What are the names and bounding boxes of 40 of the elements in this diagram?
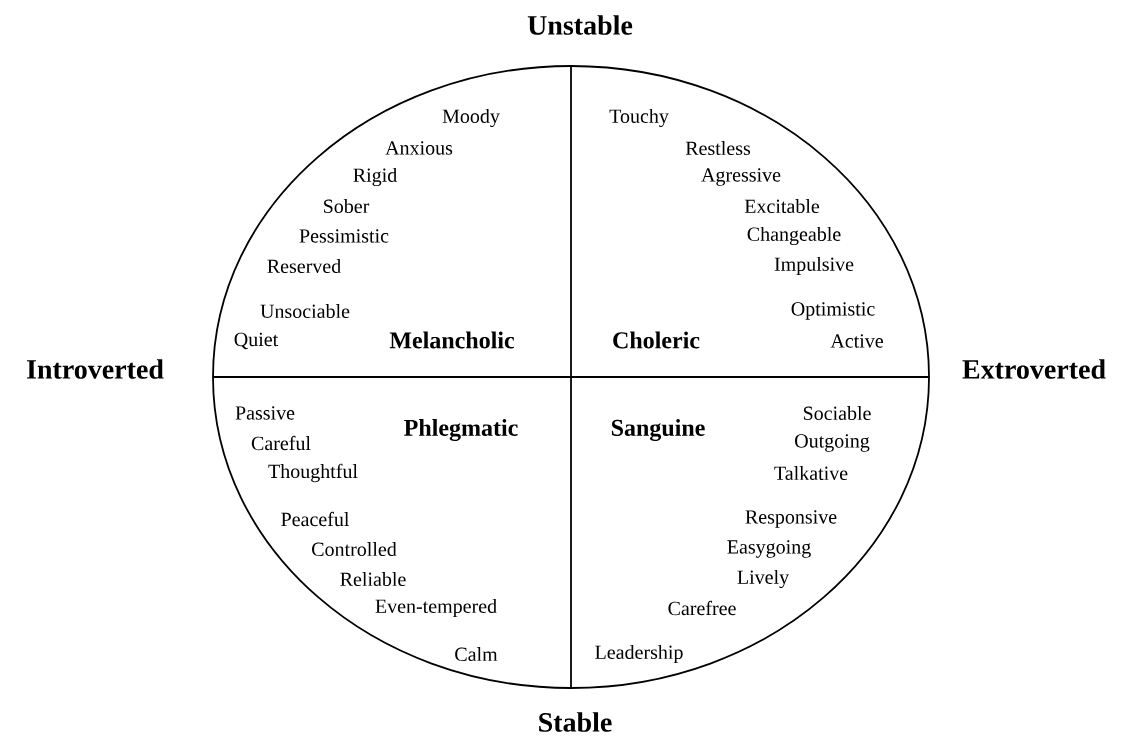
trait-label: Controlled bbox=[312, 541, 397, 557]
trait-label: Carefree bbox=[668, 600, 736, 616]
trait-label: Sociable bbox=[803, 405, 871, 421]
temperament-label: Choleric bbox=[613, 331, 700, 349]
trait-label: Talkative bbox=[774, 465, 848, 481]
trait-label: Pessimistic bbox=[299, 229, 389, 243]
trait-label: Reliable bbox=[340, 571, 406, 587]
trait-label: Careful bbox=[251, 435, 311, 451]
trait-label: Agressive bbox=[701, 168, 781, 186]
temperament-label: Sanguine bbox=[611, 419, 705, 441]
trait-label: Easygoing bbox=[727, 540, 811, 558]
trait-label: Moody bbox=[442, 108, 500, 128]
trait-label: Impulsive bbox=[774, 256, 854, 276]
temperament-label: Melancholic bbox=[389, 331, 515, 349]
trait-label: Responsive bbox=[745, 510, 837, 528]
trait-label: Quiet bbox=[234, 332, 279, 350]
trait-label: Restless bbox=[685, 140, 751, 156]
trait-label: Sober bbox=[324, 198, 370, 214]
axis-label: Introverted bbox=[27, 359, 164, 379]
trait-label: Passive bbox=[235, 406, 295, 420]
trait-label: Changeable bbox=[747, 226, 841, 246]
trait-label: Optimistic bbox=[791, 302, 875, 320]
trait-label: Excitable bbox=[744, 198, 820, 214]
trait-label: Rigid bbox=[353, 167, 397, 187]
temperament-label: Phlegmatic bbox=[404, 419, 518, 441]
trait-label: Even-tempered bbox=[375, 598, 497, 618]
trait-label: Thoughtful bbox=[268, 463, 358, 483]
axis-label: Stable bbox=[539, 712, 612, 732]
trait-label: Leadership bbox=[595, 644, 683, 664]
trait-label: Unsociable bbox=[260, 303, 350, 319]
trait-label: Reserved bbox=[267, 258, 341, 274]
trait-label: Calm bbox=[455, 646, 498, 662]
trait-label: Touchy bbox=[609, 108, 669, 128]
trait-label: Anxious bbox=[385, 141, 453, 155]
trait-label: Outgoing bbox=[795, 434, 870, 452]
axis-label: Extroverted bbox=[962, 359, 1106, 379]
axis-label: Unstable bbox=[527, 15, 633, 35]
trait-label: Active bbox=[830, 334, 883, 348]
trait-label: Lively bbox=[737, 569, 790, 589]
trait-label: Peaceful bbox=[281, 511, 350, 527]
